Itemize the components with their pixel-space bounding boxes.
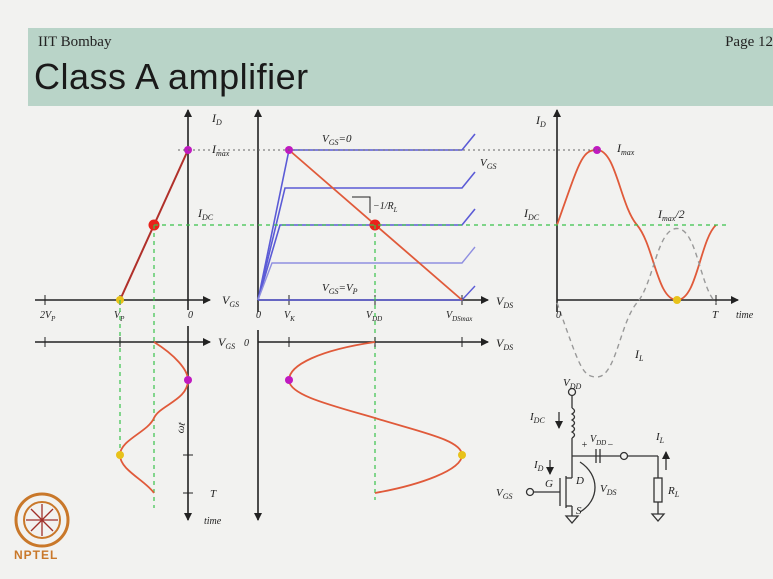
output-plot: VGS=0 VGS −1/RL VGS=VP VDS 0 VK VDD VDSm…	[254, 109, 513, 323]
rl-label: RL	[667, 485, 680, 499]
vgs-max-point	[184, 376, 192, 384]
vgs0-label: VGS=0	[322, 133, 352, 147]
time-max-label: Imax	[616, 141, 635, 157]
vds-min-point	[285, 376, 293, 384]
output-node	[619, 451, 629, 461]
time-t-label: T	[712, 309, 719, 321]
cap-plus-label: +	[581, 440, 588, 451]
time-dc-label: IDC	[523, 206, 540, 222]
source-ground-icon	[564, 515, 580, 524]
vgs-zero-label: 0	[244, 338, 249, 349]
vgs-waveform-plot: VGS 0 ωt T time	[35, 326, 249, 527]
transfer-x-label: VGS	[222, 293, 239, 309]
load-ground-icon	[650, 513, 666, 522]
amplifier-circuit	[525, 387, 670, 524]
vgs-sine-curve	[119, 341, 189, 494]
vds-circuit-label: VDS	[600, 483, 617, 497]
circuit-labels: VDD IDC VDD + − IL ID D VGS G S VDS RL	[496, 377, 680, 517]
id-circuit-label: ID	[533, 459, 544, 473]
vds-sine-curve	[288, 341, 463, 494]
vgsp-label: VGS=VP	[322, 282, 358, 296]
output-curve-vgs0	[257, 133, 476, 301]
vdd-top-label: VDD	[563, 377, 582, 391]
il-label: IL	[634, 347, 644, 363]
time-x-label: time	[736, 310, 754, 321]
gate-terminal	[525, 487, 535, 497]
vds-waveform-plot: VDS	[254, 330, 513, 521]
time-zero-label: 0	[556, 310, 561, 321]
header-band	[28, 28, 773, 106]
page-title: Class A amplifier	[34, 56, 309, 97]
cap-vdd-label: VDD	[590, 434, 606, 447]
output-zero-label: 0	[256, 310, 261, 321]
output-curve-vgsp	[258, 285, 476, 301]
drain-label: D	[575, 475, 584, 487]
vdd-terminal	[567, 387, 577, 397]
institution-label: IIT Bombay	[38, 34, 112, 50]
time-plot: ID Imax IDC Imax/2 0 T time IL	[523, 109, 754, 378]
tick-vp-label: VP	[114, 310, 125, 323]
tick-vdsmax-label: VDSmax	[446, 310, 473, 323]
slope-label: −1/RL	[373, 201, 398, 214]
transfer-plot: ID Imax IDC VGS 2VP VP 0	[35, 109, 239, 323]
idc-label: IDC	[529, 411, 545, 425]
vgs-axis-label: VGS	[218, 335, 235, 351]
nptel-logo-text: NPTEL	[14, 548, 59, 562]
tick-vdd-label: VDD	[366, 310, 382, 323]
vgs-t-label: T	[210, 488, 217, 500]
guide-lines	[119, 149, 730, 508]
vgs-min-point	[116, 451, 124, 459]
tick-2vp-label: 2VP	[40, 310, 56, 323]
transfer-max-label: Imax	[211, 142, 230, 158]
nptel-logo-icon	[14, 492, 70, 548]
transfer-dc-label: IDC	[197, 206, 214, 222]
load-resistor	[653, 477, 663, 503]
source-label: S	[576, 505, 582, 517]
il-sine-curve	[556, 227, 717, 378]
vgs-circuit-label: VGS	[496, 487, 513, 501]
vgs-omega-label: ωt	[174, 420, 188, 434]
slope-marker	[352, 196, 371, 213]
output-curve-2	[257, 171, 476, 301]
output-x-label: VDS	[496, 294, 513, 310]
output-curve-4	[257, 246, 476, 301]
time-y-label: ID	[535, 113, 546, 129]
vds-arc	[579, 461, 596, 513]
cap-minus-label: −	[607, 440, 614, 451]
vgs-time-label: time	[204, 516, 222, 527]
gate-label: G	[545, 478, 553, 490]
time-max-point	[593, 146, 601, 154]
transfer-y-label: ID	[211, 111, 222, 127]
output-curve-3	[257, 208, 476, 301]
il-circuit-label: IL	[655, 431, 665, 445]
tick-vk-label: VK	[284, 310, 295, 323]
time-half-label: Imax/2	[657, 207, 685, 223]
time-min-point	[673, 296, 681, 304]
page-number: Page 12	[725, 34, 773, 50]
vds-axis-label: VDS	[496, 336, 513, 352]
vgs-label: VGS	[480, 157, 497, 171]
vds-max-point	[458, 451, 466, 459]
rf-choke	[570, 407, 576, 439]
transfer-zero-label: 0	[188, 310, 193, 321]
